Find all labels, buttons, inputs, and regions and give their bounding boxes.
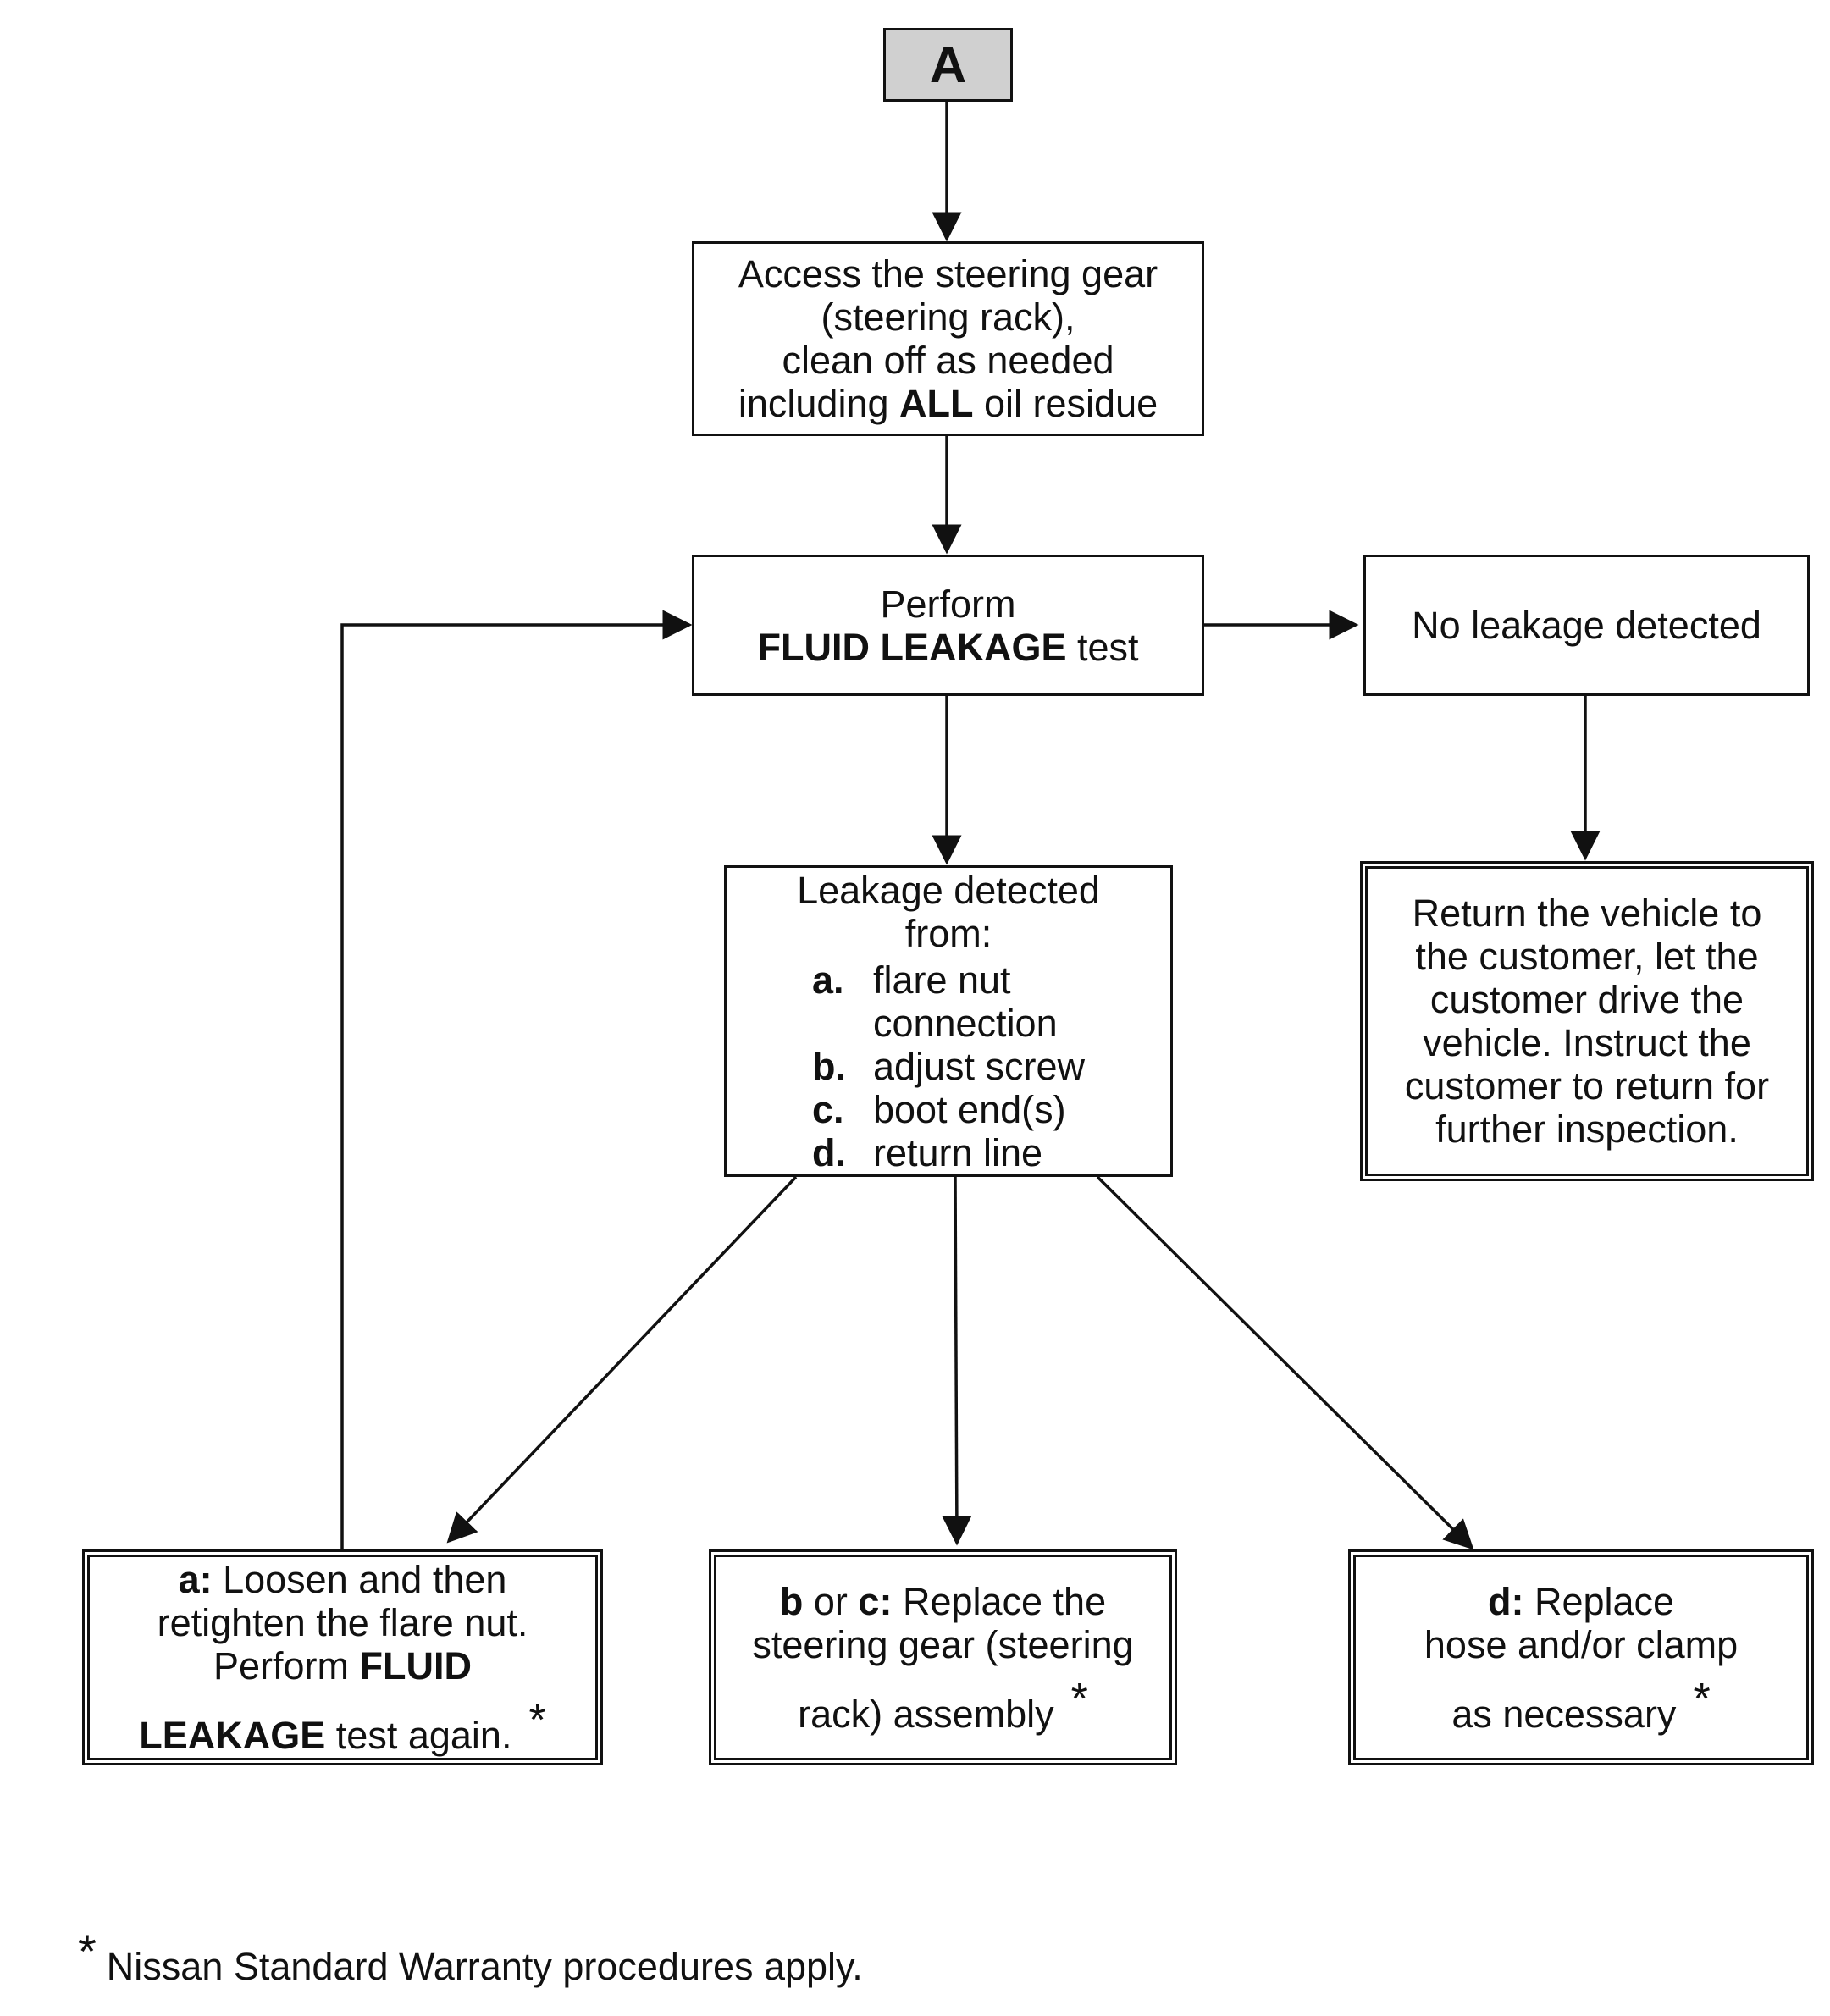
return-line-4: vehicle. Instruct the bbox=[1423, 1021, 1751, 1064]
action-a-line-1: a: Loosen and then bbox=[178, 1558, 507, 1601]
action-d-line-1: d: Replace bbox=[1487, 1579, 1675, 1623]
leak-source-item: b.adjust screw bbox=[811, 1044, 1086, 1088]
arrow-leak-to-bc bbox=[942, 1176, 972, 1546]
access-steering-gear-box: Access the steering gear (steering rack)… bbox=[692, 241, 1204, 436]
leak-title-1: Leakage detected bbox=[797, 868, 1100, 912]
warranty-footnote: *Nissan Standard Warranty procedures app… bbox=[78, 1925, 863, 1991]
action-a-line-2: retighten the flare nut. bbox=[157, 1601, 528, 1644]
access-line-4: including ALL oil residue bbox=[738, 382, 1158, 425]
action-a-line-4: LEAKAGE test again.* bbox=[139, 1696, 546, 1757]
arrow-loop-back-to-perform bbox=[340, 610, 693, 1549]
fluid-leakage-test-box: Perform FLUID LEAKAGE test bbox=[692, 555, 1204, 696]
leak-title-2: from: bbox=[904, 911, 992, 955]
start-node-a: A bbox=[883, 28, 1013, 102]
start-node-label: A bbox=[929, 36, 967, 93]
access-line-1: Access the steering gear bbox=[738, 252, 1158, 295]
access-line-3: clean off as needed bbox=[782, 339, 1114, 382]
no-leakage-box: No leakage detected bbox=[1363, 555, 1810, 696]
arrow-leak-to-d bbox=[1096, 1175, 1474, 1550]
warranty-asterisk: * bbox=[1693, 1674, 1711, 1724]
access-line-2: (steering rack), bbox=[821, 295, 1075, 339]
action-bc-box: b or c: Replace the steering gear (steer… bbox=[709, 1549, 1177, 1765]
no-leakage-label: No leakage detected bbox=[1412, 604, 1761, 647]
leak-source-item: c.boot end(s) bbox=[811, 1087, 1066, 1131]
perform-line-1: Perform bbox=[880, 582, 1016, 626]
leak-source-item: d.return line bbox=[811, 1130, 1043, 1174]
action-d-line-3: as necessary* bbox=[1451, 1674, 1711, 1736]
action-d-line-2: hose and/or clamp bbox=[1424, 1622, 1739, 1666]
warranty-asterisk: * bbox=[1070, 1674, 1088, 1724]
return-line-6: further inspection. bbox=[1435, 1107, 1739, 1151]
return-line-5: customer to return for bbox=[1404, 1064, 1770, 1107]
footnote-text: Nissan Standard Warranty procedures appl… bbox=[106, 1945, 863, 1988]
return-line-1: Return the vehicle to bbox=[1412, 892, 1762, 935]
warranty-asterisk: * bbox=[528, 1696, 546, 1745]
return-line-2: the customer, let the bbox=[1415, 935, 1759, 978]
perform-line-2: FLUID LEAKAGE test bbox=[757, 625, 1139, 669]
footnote-asterisk: * bbox=[78, 1925, 97, 1978]
action-a-box: a: Loosen and then retighten the flare n… bbox=[82, 1549, 603, 1765]
return-line-3: customer drive the bbox=[1429, 978, 1744, 1021]
arrow-leak-to-a bbox=[446, 1175, 798, 1544]
action-bc-line-3: rack) assembly* bbox=[798, 1674, 1088, 1736]
action-a-line-3: Perform FLUID bbox=[213, 1644, 472, 1687]
action-d-box: d: Replace hose and/or clamp as necessar… bbox=[1348, 1549, 1814, 1765]
return-vehicle-box: Return the vehicle to the customer, let … bbox=[1360, 861, 1814, 1181]
action-bc-line-2: steering gear (steering bbox=[752, 1622, 1134, 1666]
action-bc-line-1: b or c: Replace the bbox=[779, 1579, 1107, 1623]
